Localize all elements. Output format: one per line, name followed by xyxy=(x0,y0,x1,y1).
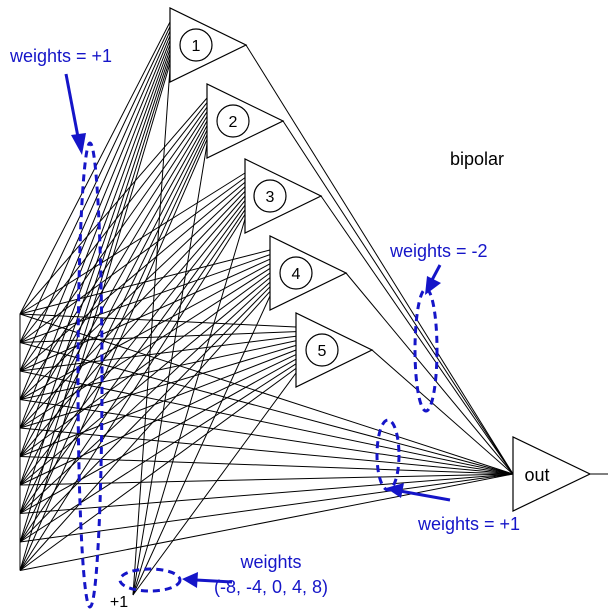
neuron-5: 5 xyxy=(295,312,374,388)
hidden-weights-ellipse xyxy=(413,287,439,413)
neuron-4-label: 4 xyxy=(292,266,301,283)
neuron-4: 4 xyxy=(269,235,348,311)
hidden-weights-text: weights = -2 xyxy=(389,241,488,261)
input-weights-annotation: weights = +1 xyxy=(9,46,112,609)
bias-label: +1 xyxy=(110,594,128,609)
neuron-3-label: 3 xyxy=(266,189,275,206)
neuron-1-label: 1 xyxy=(192,38,201,55)
output-label: out xyxy=(524,465,549,485)
input-weights-text: weights = +1 xyxy=(9,46,112,66)
output-neuron: out xyxy=(512,436,608,512)
hidden-weights-annotation: weights = -2 xyxy=(389,241,488,413)
neuron-2: 2 xyxy=(206,83,285,159)
neuron-3: 3 xyxy=(244,158,323,234)
input-weights-ellipse xyxy=(76,141,104,609)
neuron-1: 1 xyxy=(169,7,248,83)
connection-lines xyxy=(19,21,514,596)
bias-weights-values: (-8, -4, 0, 4, 8) xyxy=(214,577,328,597)
bias-weights-annotation: weights (-8, -4, 0, 4, 8) xyxy=(118,552,328,597)
neuron-5-label: 5 xyxy=(318,343,327,360)
bipolar-label: bipolar xyxy=(450,149,504,169)
direct-weights-annotation: weights = +1 xyxy=(375,418,520,534)
bias-weights-ellipse xyxy=(118,567,182,593)
direct-weights-ellipse xyxy=(375,418,401,492)
bias-weights-title: weights xyxy=(239,552,301,572)
neuron-2-label: 2 xyxy=(229,114,238,131)
direct-weights-text: weights = +1 xyxy=(417,514,520,534)
